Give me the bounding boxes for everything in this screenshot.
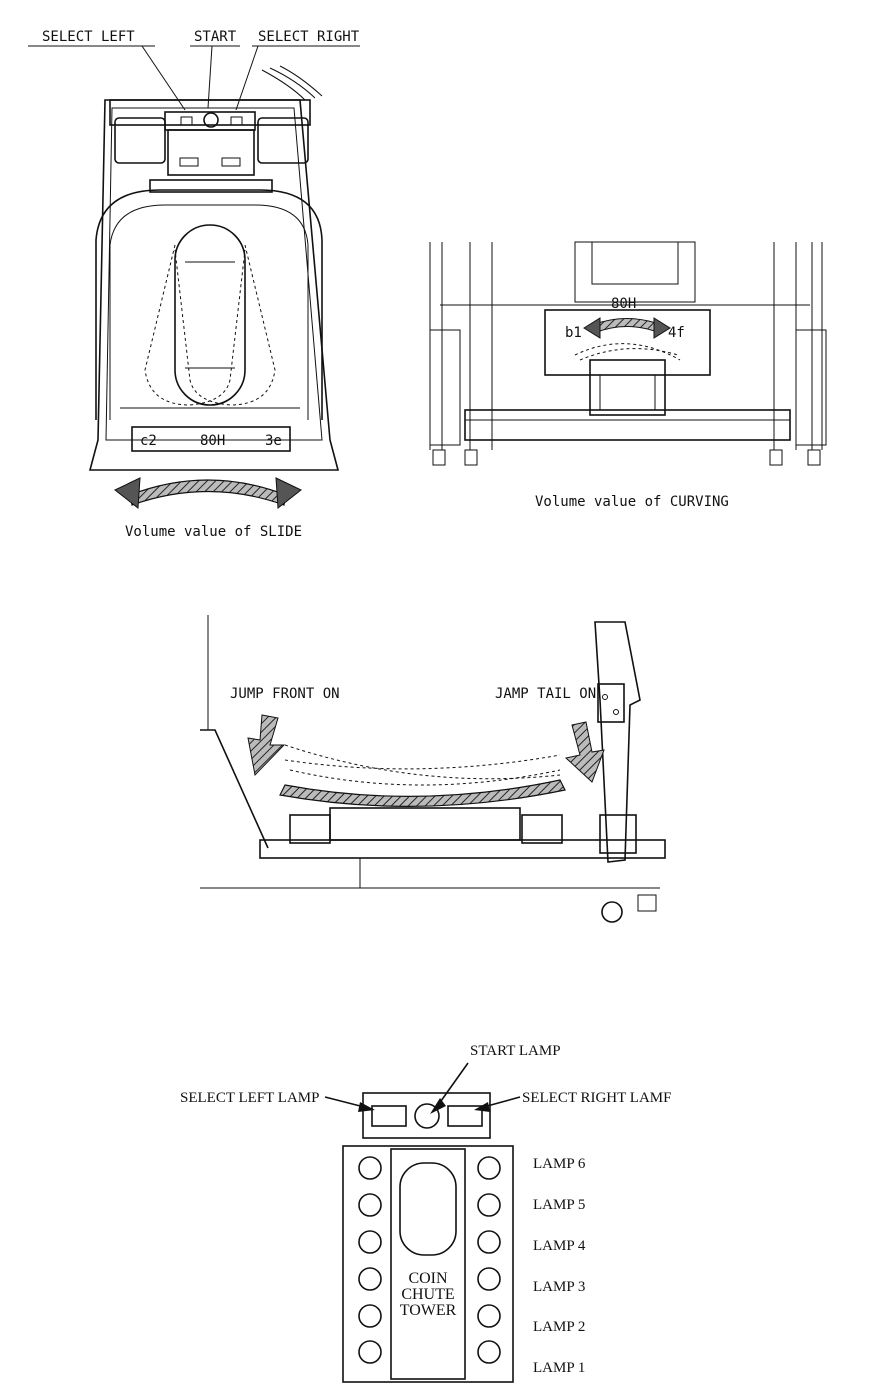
slide-display-left: c2 xyxy=(140,433,157,449)
jump-tail-label: JAMP TAIL ON xyxy=(495,686,596,702)
curving-center-value: 80H xyxy=(611,296,636,312)
jump-tail-arrow-icon xyxy=(564,721,605,783)
tower-line-2: CHUTE xyxy=(401,1286,454,1303)
lamp-5-label: LAMP 5 xyxy=(533,1197,585,1213)
curving-right-value: 4f xyxy=(668,325,685,341)
select-right-lamp-label: SELECT RIGHT LAMF xyxy=(522,1090,671,1106)
lamp-5-right xyxy=(477,1193,501,1217)
lamp-4-left xyxy=(358,1230,382,1254)
lamp-6-left xyxy=(358,1156,382,1180)
curving-arrow-icon xyxy=(583,317,671,339)
lamp-3-label: LAMP 3 xyxy=(533,1279,585,1295)
lamp-1-label: LAMP 1 xyxy=(533,1360,585,1376)
jump-figure: JUMP FRONT ON JAMP TAIL ON xyxy=(200,615,666,923)
lamp-1-left xyxy=(358,1340,382,1364)
lamp-1-right xyxy=(477,1340,501,1364)
select-right-lamp xyxy=(447,1105,483,1127)
coin-chute-tower xyxy=(390,1148,466,1380)
lamp-6-label: LAMP 6 xyxy=(533,1156,586,1172)
label-select-left: SELECT LEFT xyxy=(42,29,135,45)
lamp-figure: START LAMP SELECT LEFT LAMP SELECT RIGHT… xyxy=(180,1043,671,1383)
slide-display-center: 80H xyxy=(200,433,225,449)
slide-caption: Volume value of SLIDE xyxy=(125,524,302,540)
lamp-4-label: LAMP 4 xyxy=(533,1238,586,1254)
lamp-panel xyxy=(342,1145,514,1383)
curving-caption: Volume value of CURVING xyxy=(535,494,729,510)
lamp-4-right xyxy=(477,1230,501,1254)
select-left-lamp-label: SELECT LEFT LAMP xyxy=(180,1090,319,1106)
lamp-3-left xyxy=(358,1267,382,1291)
curving-figure: 80H b1 4f Volume value of CURVING xyxy=(429,241,827,510)
lamp-5-left xyxy=(358,1193,382,1217)
label-select-right: SELECT RIGHT xyxy=(258,29,360,45)
lamp-6-right xyxy=(477,1156,501,1180)
slide-figure: SELECT LEFT START SELECT RIGHT xyxy=(28,29,360,540)
start-lamp xyxy=(414,1103,440,1129)
jump-front-arrow-icon xyxy=(247,714,286,777)
lamp-2-right xyxy=(477,1304,501,1328)
jump-front-label: JUMP FRONT ON xyxy=(230,686,340,702)
curving-left-value: b1 xyxy=(565,325,582,341)
select-left-lamp xyxy=(371,1105,407,1127)
tower-line-1: COIN xyxy=(408,1270,448,1287)
label-start: START xyxy=(194,29,237,45)
lamp-2-label: LAMP 2 xyxy=(533,1319,585,1335)
control-panel xyxy=(362,1092,491,1139)
start-lamp-label: START LAMP xyxy=(470,1043,561,1059)
lamp-3-right xyxy=(477,1267,501,1291)
lamp-2-left xyxy=(358,1304,382,1328)
slide-display-right: 3e xyxy=(265,433,282,449)
slide-arrow-icon xyxy=(114,477,302,509)
tower-line-3: TOWER xyxy=(400,1302,457,1319)
